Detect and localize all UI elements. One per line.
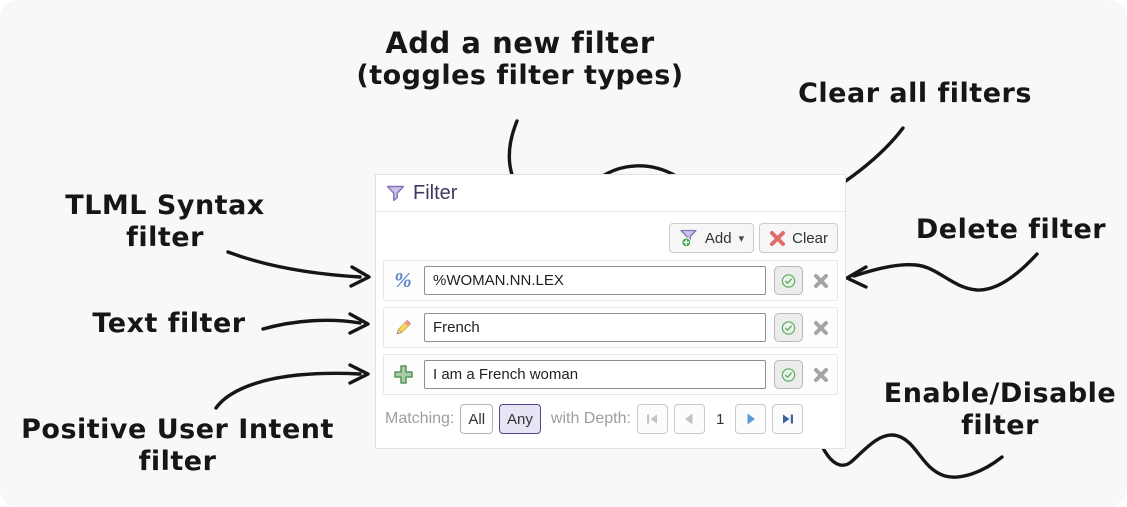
filter-panel: Filter Add ▾ Clear bbox=[375, 174, 846, 449]
annotation-enable-disable: Enable/Disable filter bbox=[883, 378, 1117, 441]
annotation-delete-filter: Delete filter bbox=[915, 214, 1107, 245]
filter-panel-header: Filter bbox=[376, 175, 845, 212]
filter-rows: % bbox=[376, 260, 845, 395]
clear-x-icon bbox=[770, 230, 786, 246]
page-number: 1 bbox=[715, 410, 725, 428]
first-page-button[interactable] bbox=[636, 404, 668, 434]
delete-x-icon bbox=[814, 273, 828, 288]
last-page-icon bbox=[782, 414, 793, 424]
plus-icon bbox=[390, 364, 416, 385]
delete-filter-button[interactable] bbox=[811, 365, 831, 385]
filter-row-text bbox=[383, 307, 838, 348]
enable-filter-button[interactable] bbox=[774, 266, 803, 295]
previous-page-icon bbox=[685, 413, 693, 425]
arrowhead-positive bbox=[348, 363, 370, 385]
delete-x-icon bbox=[814, 320, 828, 335]
arrowhead-delete bbox=[845, 265, 868, 289]
depth-label: with Depth: bbox=[550, 410, 631, 427]
delete-filter-button[interactable] bbox=[811, 318, 831, 338]
add-filter-button[interactable]: Add ▾ bbox=[668, 223, 755, 253]
annotation-text-filter: Text filter bbox=[92, 308, 246, 339]
previous-page-button[interactable] bbox=[673, 404, 705, 434]
check-circle-icon bbox=[781, 273, 796, 288]
filter-row-positive-intent bbox=[383, 354, 838, 395]
positive-intent-filter-input[interactable] bbox=[424, 360, 766, 389]
funnel-icon bbox=[386, 185, 405, 201]
clear-filters-button[interactable]: Clear bbox=[759, 223, 838, 253]
first-page-icon bbox=[647, 414, 658, 424]
last-page-button[interactable] bbox=[772, 404, 804, 434]
next-page-icon bbox=[747, 413, 755, 425]
matching-all-button[interactable]: All bbox=[460, 404, 494, 434]
check-circle-icon bbox=[781, 367, 796, 382]
annotation-positive-filter: Positive User Intent filter bbox=[21, 414, 334, 477]
percent-icon: % bbox=[394, 268, 412, 292]
filter-row-tlml: % bbox=[383, 260, 838, 301]
enable-filter-button[interactable] bbox=[774, 360, 803, 389]
arrow-positive bbox=[214, 371, 362, 410]
check-circle-icon bbox=[781, 320, 796, 335]
arrowhead-tlml bbox=[349, 265, 371, 288]
filter-footer: Matching: All Any with Depth: 1 bbox=[376, 401, 845, 448]
panel-title: Filter bbox=[413, 181, 458, 204]
tlml-filter-input[interactable] bbox=[424, 266, 766, 295]
filter-toolbar: Add ▾ Clear bbox=[383, 223, 838, 253]
arrow-delete bbox=[852, 252, 1039, 292]
annotation-tlml-filter: TLML Syntax filter bbox=[65, 190, 265, 253]
chevron-down-icon: ▾ bbox=[738, 232, 745, 245]
matching-label: Matching: bbox=[385, 410, 455, 427]
annotation-clear-all: Clear all filters bbox=[798, 78, 1032, 109]
delete-filter-button[interactable] bbox=[811, 271, 831, 291]
clear-button-label: Clear bbox=[792, 229, 828, 247]
delete-x-icon bbox=[814, 367, 828, 382]
text-filter-input[interactable] bbox=[424, 313, 766, 342]
add-button-label: Add bbox=[704, 229, 732, 247]
next-page-button[interactable] bbox=[735, 404, 767, 434]
annotation-add-filter: Add a new filter (toggles filter types) bbox=[356, 26, 684, 92]
arrowhead-text bbox=[348, 312, 370, 335]
enable-filter-button[interactable] bbox=[774, 313, 803, 342]
arrow-tlml bbox=[226, 250, 362, 279]
funnel-add-icon bbox=[680, 229, 697, 247]
matching-any-button[interactable]: Any bbox=[499, 404, 541, 434]
pencil-icon bbox=[390, 318, 416, 338]
